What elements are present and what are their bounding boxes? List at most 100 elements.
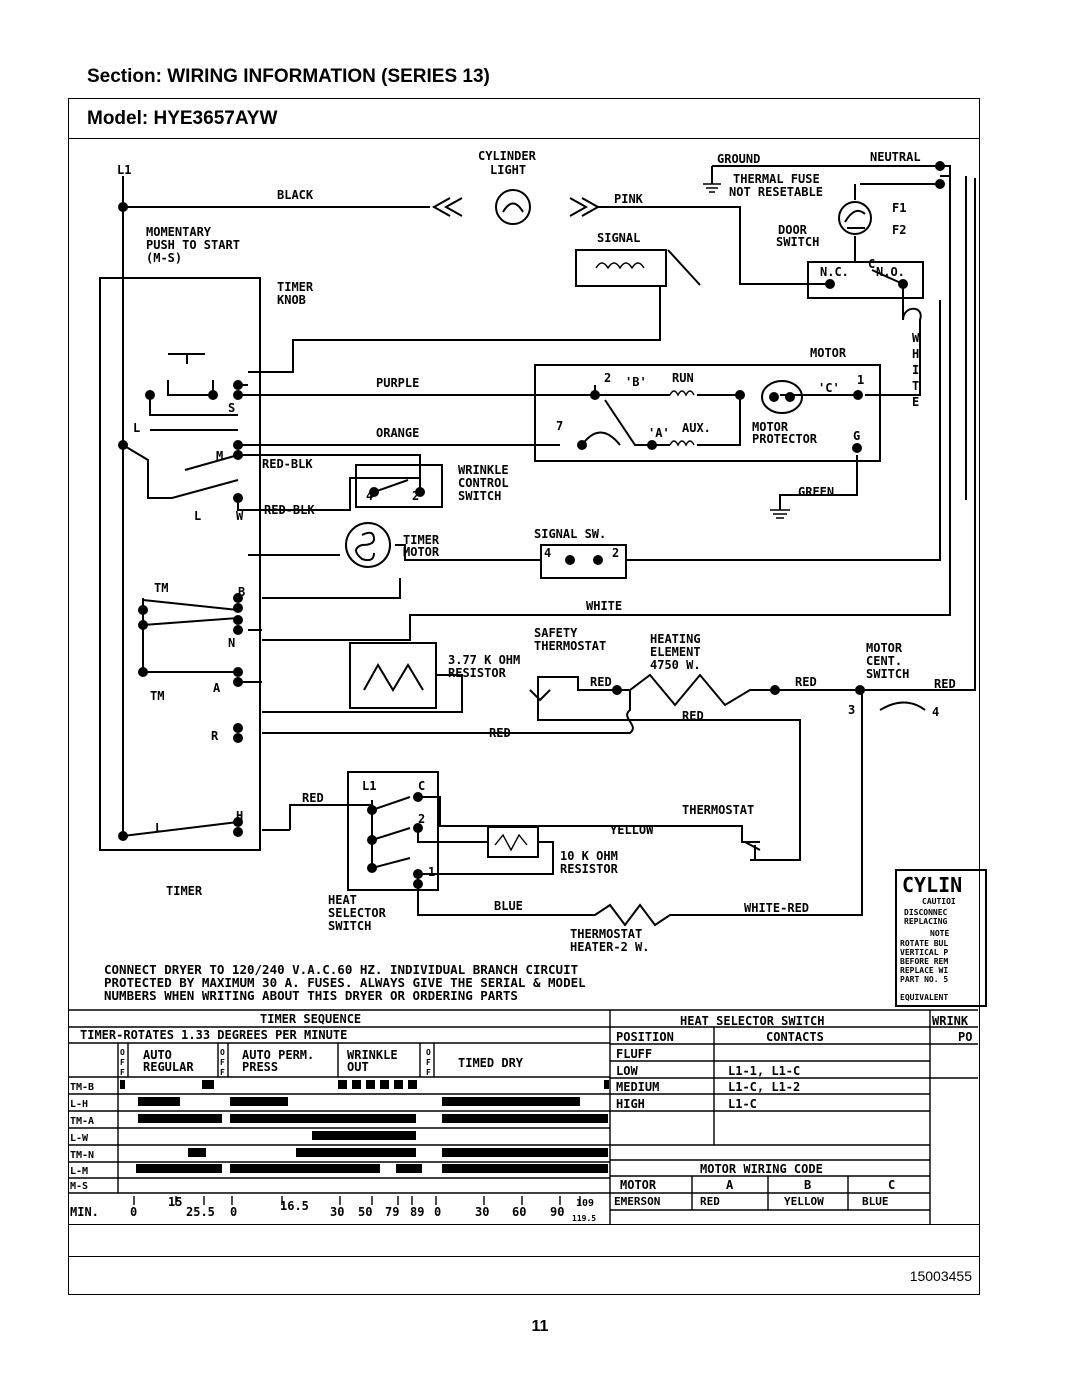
- label-sel-2: 2: [418, 812, 425, 826]
- wrinkle-partial-table: WRINK PO: [930, 1014, 978, 1079]
- caution-2: DISCONNEC: [904, 908, 948, 917]
- row-tm-b: TM-B: [70, 1082, 94, 1093]
- label-no: N.O.: [876, 265, 905, 279]
- label-heat-sel-2: SELECTOR: [328, 906, 387, 920]
- wrinkle-partial-sub: PO: [958, 1030, 972, 1044]
- tick-16-5: 16.5: [280, 1199, 309, 1213]
- tick-90: 90: [550, 1205, 564, 1219]
- label-signal: SIGNAL: [597, 231, 640, 245]
- caution-8: REPLACE WI: [900, 966, 948, 975]
- off-f-1a: F: [120, 1058, 125, 1067]
- label-door-switch-1: DOOR: [778, 223, 808, 237]
- label-resistor-10k-1: 10 K OHM: [560, 849, 618, 863]
- label-red-6: RED: [934, 677, 956, 691]
- label-neutral: NEUTRAL: [870, 150, 921, 164]
- tick-60: 60: [512, 1205, 526, 1219]
- label-safety-2: THERMOSTAT: [534, 639, 606, 653]
- tick-0b: 0: [230, 1205, 237, 1219]
- timer-sequence-table: TIMER SEQUENCE TIMER-ROTATES 1.33 DEGREE…: [68, 1009, 978, 1224]
- label-g: G: [853, 429, 860, 443]
- label-f1: F1: [892, 201, 906, 215]
- label-white-v-5: E: [912, 395, 919, 409]
- label-b-quote: 'B': [625, 375, 647, 389]
- heat-sel-header-position: POSITION: [616, 1030, 674, 1044]
- caution-10: EQUIVALENT: [900, 993, 948, 1002]
- timer-motor-symbol: [345, 522, 391, 568]
- label-l: L: [133, 421, 140, 435]
- label-heating-1: HEATING: [650, 632, 701, 646]
- tick-15: 15: [168, 1195, 182, 1209]
- label-l-bottom: L: [194, 509, 201, 523]
- row-tm-n: TM-N: [70, 1150, 94, 1161]
- note-line-3: NUMBERS WHEN WRITING ABOUT THIS DRYER OR…: [104, 988, 518, 1003]
- label-resistor-377-2: RESISTOR: [448, 666, 507, 680]
- motor-wiring-emerson: EMERSON: [614, 1195, 660, 1208]
- off-f-3a: F: [426, 1058, 431, 1067]
- label-w: W: [236, 509, 244, 523]
- motor-wiring-h-a: A: [726, 1178, 734, 1192]
- label-signal-2: 2: [612, 546, 619, 560]
- label-c-quote: 'C': [818, 381, 840, 395]
- row-l-h: L-H: [70, 1099, 88, 1110]
- note-line-1: CONNECT DRYER TO 120/240 V.A.C.60 HZ. IN…: [104, 962, 578, 977]
- diagram-notes: CONNECT DRYER TO 120/240 V.A.C.60 HZ. IN…: [104, 962, 586, 1003]
- label-timer-knob-2: KNOB: [277, 293, 306, 307]
- thermal-fuse: [838, 201, 872, 235]
- label-red-2: RED: [795, 675, 817, 689]
- label-momentary-2: PUSH TO START: [146, 238, 240, 252]
- heat-sel-high: HIGH: [616, 1097, 645, 1111]
- heat-sel-medium: MEDIUM: [616, 1080, 659, 1094]
- model-divider: [68, 138, 980, 139]
- timer-seq-title: TIMER SEQUENCE: [260, 1012, 361, 1026]
- label-tm-bottom: TM: [150, 689, 164, 703]
- label-n: N: [228, 636, 235, 650]
- min-label: MIN.: [70, 1205, 99, 1219]
- label-red-4: RED: [489, 726, 511, 740]
- label-s: S: [228, 401, 235, 415]
- tick-25-5: 25.5: [186, 1205, 215, 1219]
- label-therm-heater-1: THERMOSTAT: [570, 927, 642, 941]
- label-thermal-fuse-1: THERMAL FUSE: [733, 172, 820, 186]
- heat-sel-fluff: FLUFF: [616, 1047, 652, 1061]
- label-timer: TIMER: [166, 884, 203, 898]
- cycle-auto-perm: AUTO PERM.: [242, 1048, 314, 1062]
- row-l-m: L-M: [70, 1166, 88, 1177]
- section-title: Section: WIRING INFORMATION (SERIES 13): [87, 66, 490, 87]
- label-cylinder-light-2: LIGHT: [490, 163, 526, 177]
- caution-7: BEFORE REM: [900, 957, 948, 966]
- label-3: 3: [848, 703, 855, 717]
- label-motor-protector-1: MOTOR: [752, 420, 789, 434]
- label-orange: ORANGE: [376, 426, 419, 440]
- label-motor-cent-3: SWITCH: [866, 667, 909, 681]
- heat-selector-table: HEAT SELECTOR SWITCH POSITION CONTACTS F…: [610, 1010, 931, 1224]
- label-white-v-3: I: [912, 363, 919, 377]
- label-wrinkle-2-terminal: 2: [412, 489, 419, 503]
- label-white-v-2: H: [912, 347, 919, 361]
- diagram-labels: L1 BLACK CYLINDER LIGHT PINK GROUND NEUT…: [117, 149, 956, 954]
- label-motor-cent-1: MOTOR: [866, 641, 903, 655]
- label-thermal-fuse-2: NOT RESETABLE: [729, 185, 823, 199]
- off-o-1: O: [120, 1048, 125, 1057]
- motor-wiring-blue: BLUE: [862, 1195, 889, 1208]
- label-white: WHITE: [586, 599, 622, 613]
- motor-wiring-table: MOTOR WIRING CODE MOTOR A B C EMERSON RE…: [610, 1159, 930, 1211]
- timer-bars: [120, 1080, 609, 1173]
- motor-wiring-title: MOTOR WIRING CODE: [700, 1162, 823, 1176]
- off-o-2: O: [220, 1048, 225, 1057]
- label-blue: BLUE: [494, 899, 523, 913]
- label-pink: PINK: [614, 192, 644, 206]
- label-wrinkle-1: WRINKLE: [458, 463, 509, 477]
- label-nc: N.C.: [820, 265, 849, 279]
- page-number: 11: [531, 1318, 549, 1335]
- label-7: 7: [556, 419, 563, 433]
- cycle-wrinkle: WRINKLE: [347, 1048, 398, 1062]
- label-timer-motor-1: TIMER: [403, 533, 440, 547]
- label-purple: PURPLE: [376, 376, 419, 390]
- label-red-blk-2: RED-BLK: [264, 503, 315, 517]
- motor-wiring-yellow: YELLOW: [784, 1195, 824, 1208]
- label-heat-sel-1: HEAT: [328, 893, 357, 907]
- label-safety-1: SAFETY: [534, 626, 578, 640]
- label-ground: GROUND: [717, 152, 760, 166]
- caution-4: NOTE: [930, 929, 949, 938]
- motor-wiring-h-motor: MOTOR: [620, 1178, 657, 1192]
